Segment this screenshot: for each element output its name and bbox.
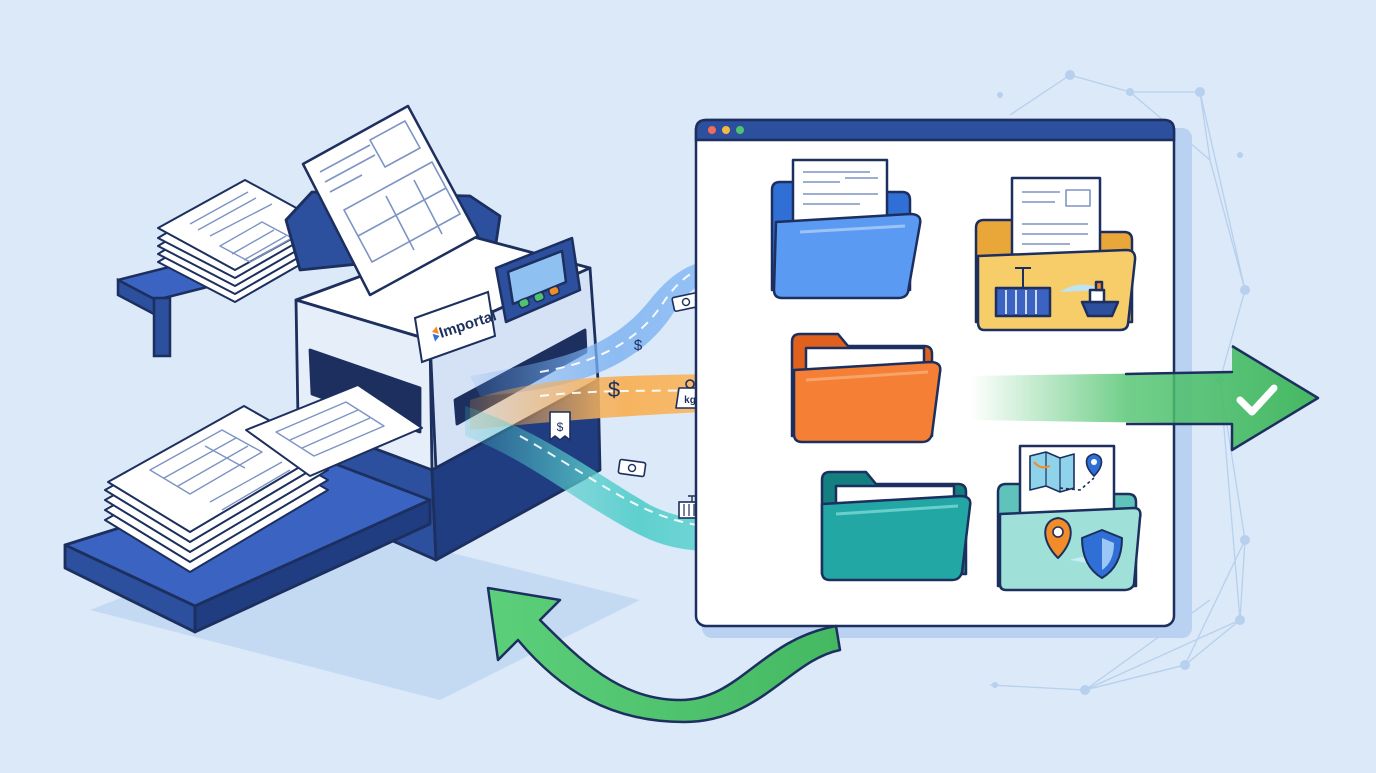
svg-text:$: $: [557, 420, 564, 434]
folder-teal[interactable]: [822, 472, 970, 580]
document-icon: [793, 160, 887, 224]
map-icon: [1030, 452, 1074, 492]
window-close-button[interactable]: [708, 126, 716, 134]
cash-icon: [618, 459, 646, 476]
svg-text:$: $: [608, 377, 620, 402]
dollar-icon: $: [608, 377, 620, 402]
dollar-icon: $: [634, 337, 643, 354]
svg-text:$: $: [634, 337, 643, 354]
window-minimize-button[interactable]: [722, 126, 730, 134]
svg-text:kg: kg: [684, 395, 696, 406]
folder-orange[interactable]: [792, 334, 940, 442]
window-maximize-button[interactable]: [736, 126, 744, 134]
window-title-bar: [696, 120, 1174, 140]
receipt-icon: $: [550, 412, 570, 440]
